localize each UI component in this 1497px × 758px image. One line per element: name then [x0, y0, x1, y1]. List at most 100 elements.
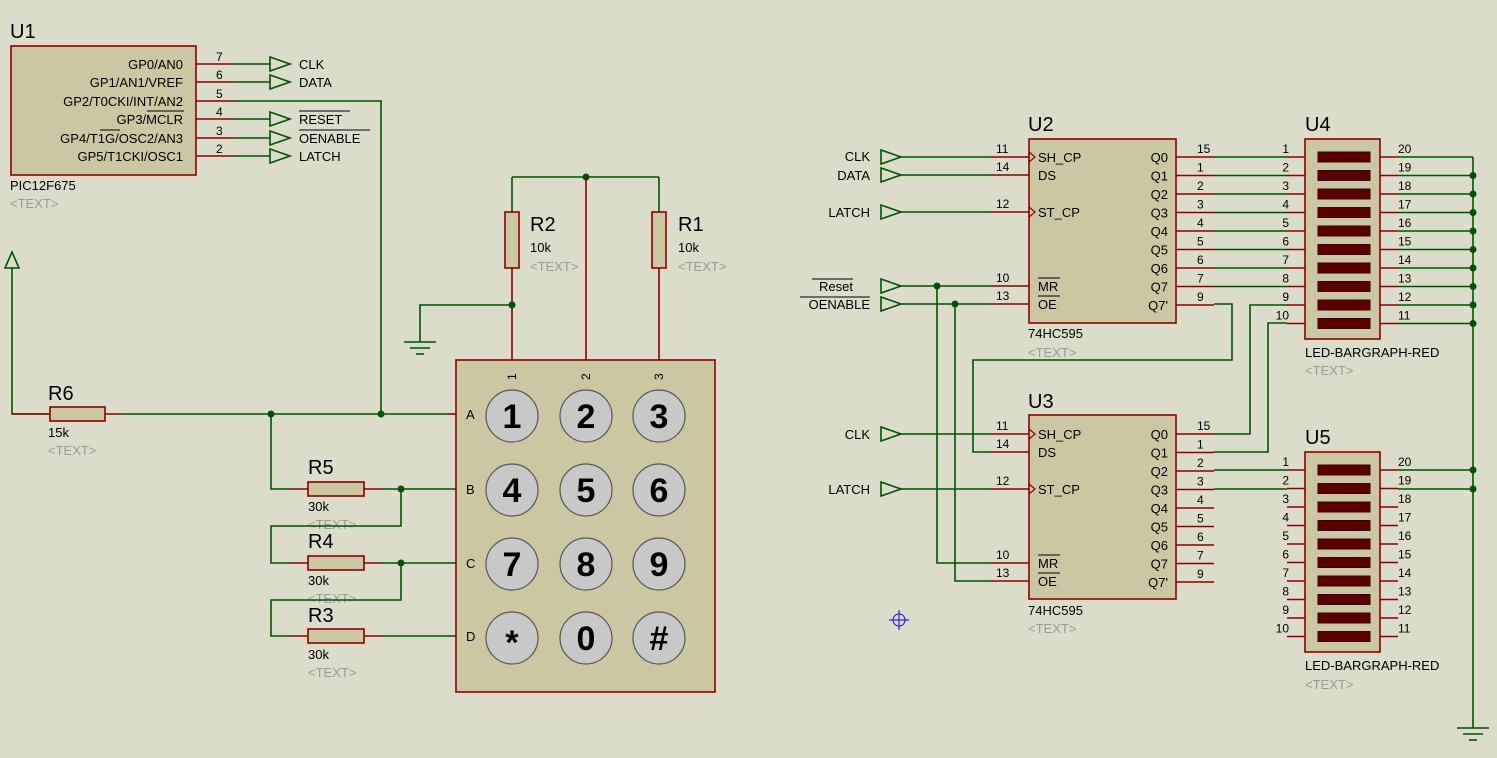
- svg-text:3: 3: [216, 124, 223, 138]
- svg-text:7: 7: [503, 546, 522, 584]
- svg-text:Q7': Q7': [1148, 575, 1168, 590]
- svg-text:19: 19: [1398, 161, 1412, 175]
- u4-pin-right-8: 13: [1380, 272, 1412, 288]
- svg-text:18: 18: [1398, 179, 1412, 193]
- label-latch-u2: LATCH: [828, 205, 870, 220]
- u2-pin-q4: Q44: [1151, 216, 1214, 239]
- svg-text:5: 5: [577, 472, 596, 510]
- svg-text:3: 3: [650, 398, 669, 436]
- u4-led-4: [1317, 207, 1371, 218]
- svg-text:3: 3: [1197, 475, 1204, 489]
- keypad-row-a-label: A: [466, 407, 475, 422]
- svg-text:11: 11: [1398, 309, 1411, 323]
- u4-pin-left-9: 9: [1282, 290, 1305, 306]
- u4-pin-right-4: 17: [1380, 198, 1412, 214]
- key-2[interactable]: 2: [559, 389, 613, 443]
- svg-text:6: 6: [1282, 548, 1289, 562]
- svg-text:6: 6: [1282, 235, 1289, 249]
- svg-text:4: 4: [1197, 216, 1204, 230]
- svg-text:1: 1: [1197, 438, 1204, 452]
- u4-pin-right-9: 12: [1380, 290, 1412, 306]
- u3-pin-q6: Q66: [1151, 530, 1214, 553]
- r6-resistor[interactable]: R6 15k <TEXT>: [12, 383, 122, 458]
- u1-pin-gp3: GP3/MCLR 4: [117, 105, 234, 127]
- term-latch-u1: [269, 147, 293, 165]
- svg-text:7: 7: [216, 50, 223, 64]
- u5-led-8: [1317, 594, 1371, 605]
- svg-text:Q0: Q0: [1151, 427, 1168, 442]
- u5-pin-left-6: 6: [1282, 548, 1305, 564]
- svg-text:4: 4: [503, 472, 522, 510]
- r2-value: 10k: [530, 240, 551, 255]
- svg-text:13: 13: [1398, 272, 1412, 286]
- u5-led-10: [1317, 631, 1371, 642]
- r4-text-placeholder: <TEXT>: [308, 591, 356, 606]
- u3-shift-register[interactable]: U3 74HC595 <TEXT> 11SH_CP14DS12ST_CP10MR…: [991, 391, 1214, 636]
- r5-resistor[interactable]: R5 30k <TEXT>: [290, 457, 382, 532]
- r6-ref: R6: [48, 383, 74, 405]
- key-3[interactable]: 3: [632, 389, 686, 443]
- u5-pin-right-1: 20: [1380, 455, 1412, 471]
- key-0[interactable]: 0: [559, 611, 613, 665]
- svg-text:15: 15: [1398, 548, 1412, 562]
- svg-text:MR: MR: [1038, 279, 1058, 294]
- r2-text-placeholder: <TEXT>: [530, 259, 578, 274]
- key-8[interactable]: 8: [559, 537, 613, 591]
- keypad[interactable]: 1 2 3 A B C D 1 2 3 4 5 6 7 8 9 * 0 #: [455, 359, 716, 693]
- key-star[interactable]: *: [485, 611, 539, 665]
- svg-text:Q3: Q3: [1151, 483, 1168, 498]
- u4-pin-left-8: 8: [1282, 272, 1305, 288]
- key-7[interactable]: 7: [485, 537, 539, 591]
- svg-text:9: 9: [1282, 603, 1289, 617]
- svg-text:14: 14: [1398, 253, 1412, 267]
- u3-pin-q1: Q11: [1151, 438, 1214, 461]
- u5-pin-right-6: 15: [1380, 548, 1412, 564]
- svg-text:OE: OE: [1038, 574, 1057, 589]
- svg-text:GP5/T1CKI/OSC1: GP5/T1CKI/OSC1: [78, 149, 183, 164]
- r4-resistor[interactable]: R4 30k <TEXT>: [290, 531, 382, 606]
- key-4[interactable]: 4: [485, 463, 539, 517]
- key-1[interactable]: 1: [485, 389, 539, 443]
- u5-pin-left-2: 2: [1282, 474, 1305, 490]
- u3-pin-q5: Q55: [1151, 512, 1214, 535]
- keypad-col-2-label: 2: [579, 373, 593, 380]
- svg-text:5: 5: [1282, 529, 1289, 543]
- svg-text:4: 4: [1197, 493, 1204, 507]
- svg-text:ST_CP: ST_CP: [1038, 205, 1080, 220]
- key-hash[interactable]: #: [632, 611, 686, 665]
- key-6[interactable]: 6: [632, 463, 686, 517]
- svg-text:7: 7: [1197, 549, 1204, 563]
- svg-text:Q6: Q6: [1151, 538, 1168, 553]
- svg-text:3: 3: [1282, 179, 1289, 193]
- u5-pin-right-10: 11: [1380, 622, 1411, 638]
- svg-text:11: 11: [996, 142, 1009, 156]
- svg-text:MR: MR: [1038, 556, 1058, 571]
- u2-shift-register[interactable]: U2 74HC595 <TEXT> 11SH_CP14DS12ST_CP10MR…: [991, 114, 1214, 360]
- svg-text:1: 1: [1282, 455, 1289, 469]
- key-5[interactable]: 5: [559, 463, 613, 517]
- u4-text-placeholder: <TEXT>: [1305, 363, 1353, 378]
- u2-pin-q7: Q77: [1151, 272, 1214, 295]
- keypad-row-d-label: D: [466, 629, 475, 644]
- svg-text:Q6: Q6: [1151, 261, 1168, 276]
- u4-led-6: [1317, 244, 1371, 255]
- svg-text:Q3: Q3: [1151, 206, 1168, 221]
- svg-text:7: 7: [1282, 253, 1289, 267]
- u1-pin-gp0: GP0/AN0 7: [128, 50, 234, 72]
- u5-pin-left-4: 4: [1282, 511, 1305, 527]
- r1-resistor[interactable]: R1 10k <TEXT>: [651, 211, 726, 360]
- u1-mcu[interactable]: U1 PIC12F675 <TEXT> GP0/AN0 7 GP1/AN1/VR…: [10, 21, 370, 211]
- svg-text:20: 20: [1398, 455, 1412, 469]
- r6-value: 15k: [48, 425, 69, 440]
- r3-resistor[interactable]: R3 30k <TEXT>: [290, 605, 382, 680]
- key-9[interactable]: 9: [632, 537, 686, 591]
- r2-resistor[interactable]: R2 10k <TEXT>: [504, 211, 578, 360]
- r4-value: 30k: [308, 573, 329, 588]
- keypad-col-1-label: 1: [505, 373, 519, 380]
- u3-pin-q2: Q22: [1151, 456, 1214, 479]
- svg-text:16: 16: [1398, 216, 1412, 230]
